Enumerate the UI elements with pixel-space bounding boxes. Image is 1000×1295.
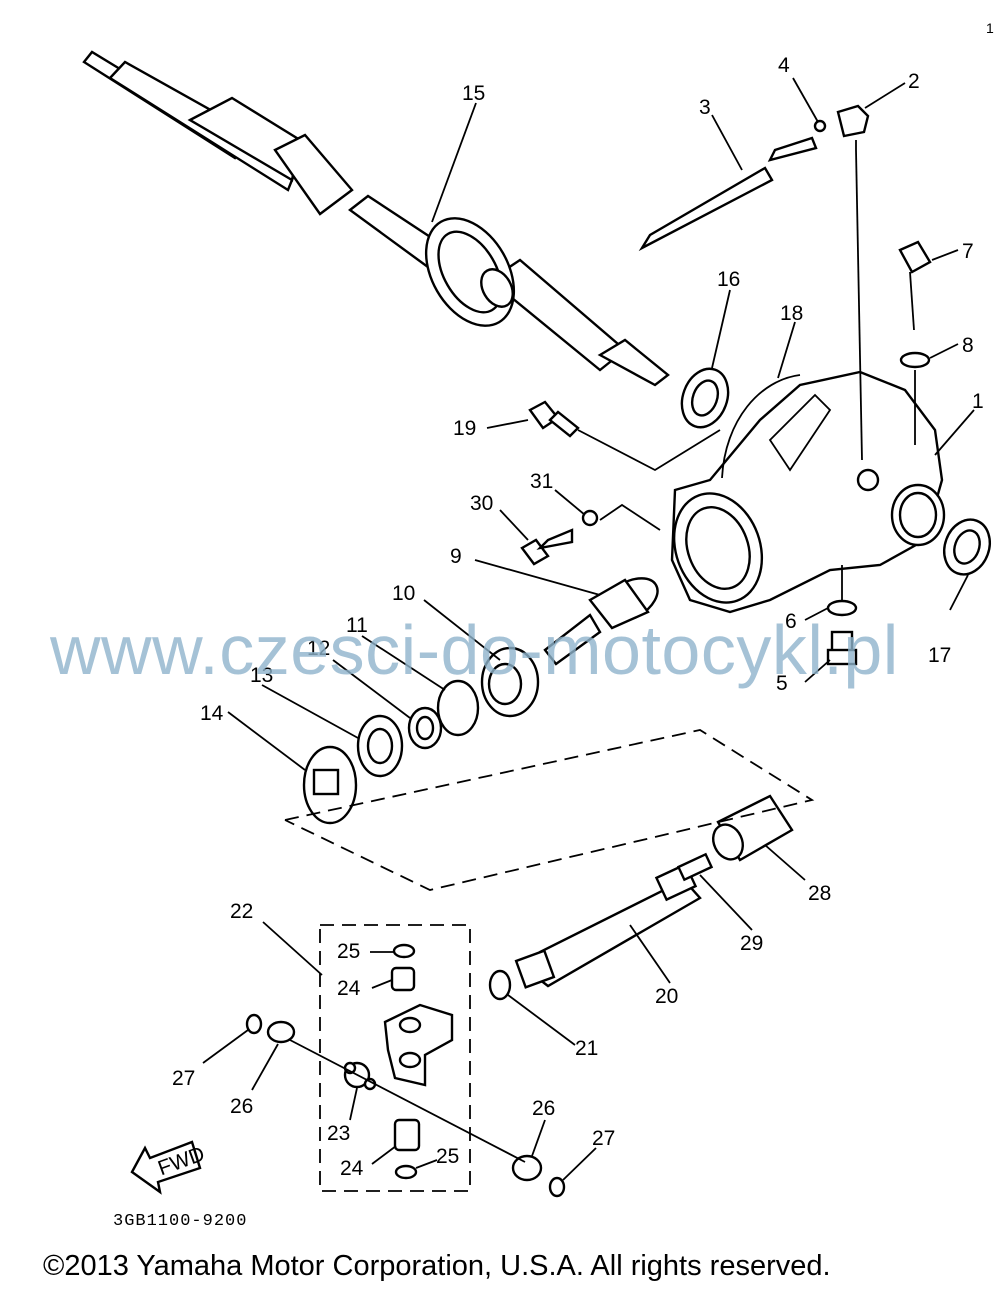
breather-assembly [638, 104, 870, 252]
bolt-19 [528, 400, 580, 438]
bolt-30 [520, 528, 574, 566]
callout-labels: 15 4 2 3 7 8 16 18 1 19 31 30 9 10 11 12… [172, 54, 984, 1180]
callout-21: 21 [575, 1037, 598, 1060]
o-ring-18 [721, 374, 801, 479]
differential-housing [670, 370, 946, 614]
callout-20: 20 [655, 985, 678, 1008]
callout-2: 2 [908, 70, 920, 93]
drive-shaft-20 [514, 862, 702, 989]
coupling-28 [712, 794, 794, 862]
circlip-25-bottom [394, 1164, 418, 1180]
callout-23: 23 [327, 1122, 350, 1145]
callout-28: 28 [808, 882, 831, 905]
callout-17: 17 [928, 644, 951, 667]
callout-18: 18 [780, 302, 803, 325]
circlip-21 [488, 969, 512, 1001]
callout-7: 7 [962, 240, 974, 263]
callout-13: 13 [250, 664, 273, 687]
spring-29 [676, 852, 714, 882]
callout-5: 5 [776, 672, 788, 695]
leader-lines [202, 77, 975, 1181]
callout-24-top: 24 [337, 977, 361, 1000]
filler-plug-7 [898, 240, 932, 274]
universal-joint-box [319, 924, 471, 1192]
callout-25-bottom: 25 [436, 1145, 459, 1168]
callout-12: 12 [307, 637, 330, 660]
yoke [383, 1003, 454, 1087]
callout-8: 8 [962, 334, 974, 357]
callout-9: 9 [450, 545, 462, 568]
circlip-25-top [392, 943, 416, 959]
cap-26-left [266, 1020, 296, 1044]
rear-axle-shaft [82, 50, 670, 387]
drawing-code: 3GB1100-9200 [113, 1212, 248, 1231]
copyright-notice: ©2013 Yamaha Motor Corporation, U.S.A. A… [43, 1250, 831, 1282]
callout-30: 30 [470, 492, 493, 515]
ring-27-right [548, 1176, 566, 1198]
callout-16: 16 [717, 268, 740, 291]
callout-14: 14 [200, 702, 224, 725]
fwd-arrow-icon: FWD [130, 1140, 208, 1195]
callout-22: 22 [230, 900, 253, 923]
pinion-gear-9 [543, 577, 659, 666]
drain-bolt-5 [826, 630, 858, 666]
bearing-cup-24-bottom [393, 1118, 421, 1152]
callout-4: 4 [778, 54, 790, 77]
callout-19: 19 [453, 417, 476, 440]
callout-25-top: 25 [337, 940, 360, 963]
callout-26-left: 26 [230, 1095, 253, 1118]
callout-15: 15 [462, 82, 485, 105]
callout-24-bottom: 24 [340, 1157, 364, 1180]
callout-29: 29 [740, 932, 763, 955]
callout-10: 10 [392, 582, 415, 605]
corner-mark: 1 [986, 20, 994, 36]
callout-1: 1 [972, 390, 984, 413]
cap-26-right [511, 1154, 543, 1182]
callout-26-right: 26 [532, 1097, 555, 1120]
o-ring-11 [436, 679, 480, 737]
callout-31: 31 [530, 470, 553, 493]
washer-31 [581, 509, 599, 527]
bearing-cup-24-top [390, 966, 416, 992]
assembly-dashed-line [284, 729, 815, 891]
callout-3: 3 [699, 96, 711, 119]
callout-6: 6 [785, 610, 797, 633]
watermark-text: www.czesci-do-motocykl.pl [50, 611, 899, 689]
ring-27-left [245, 1013, 263, 1035]
callout-11: 11 [346, 614, 368, 637]
callout-27-left: 27 [172, 1067, 195, 1090]
o-ring-8 [899, 351, 931, 369]
callout-27-right: 27 [592, 1127, 615, 1150]
